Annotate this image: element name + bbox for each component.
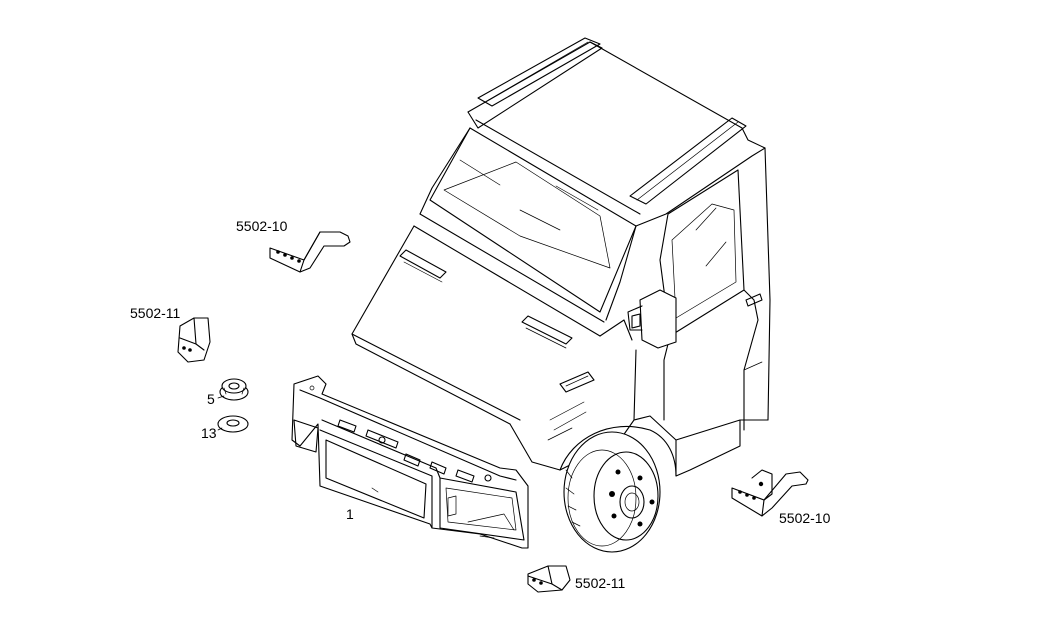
callout-front-panel: 1 — [346, 506, 354, 522]
leader-washer — [217, 427, 223, 431]
nut-icon — [219, 378, 249, 401]
callout-bracket-upper-left: 5502-10 — [236, 218, 288, 234]
bracket-bottom — [527, 565, 571, 593]
callout-bracket-left: 5502-11 — [130, 305, 181, 321]
bracket-left — [177, 317, 211, 363]
front-panel-part-1 — [291, 375, 529, 549]
callout-bracket-right: 5502-10 — [779, 510, 831, 526]
truck-cab — [351, 37, 771, 553]
leader-nut — [217, 395, 225, 399]
callout-nut: 5 — [207, 391, 215, 407]
bracket-upper-left — [269, 231, 351, 273]
washer-icon — [217, 415, 249, 433]
callout-bracket-bottom: 5502-11 — [575, 575, 626, 591]
bracket-right — [731, 469, 809, 517]
callout-washer: 13 — [201, 425, 217, 441]
